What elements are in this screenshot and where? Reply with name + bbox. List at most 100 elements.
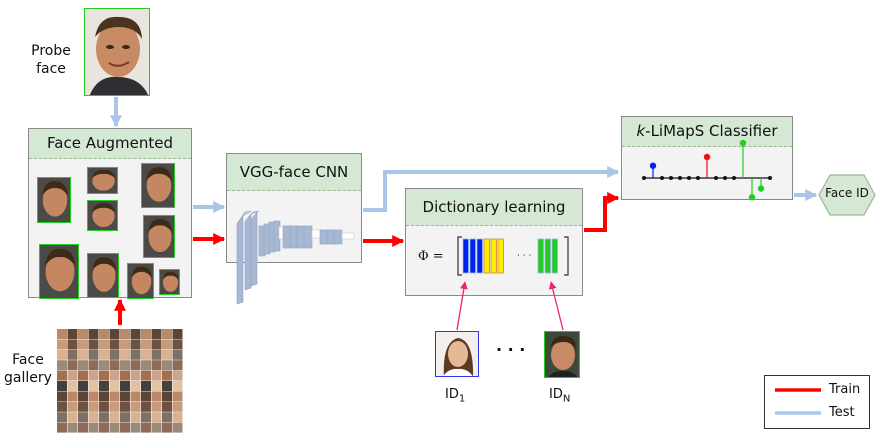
gallery-face-thumb (109, 360, 120, 371)
augmented-face (127, 263, 154, 299)
augmented-face (143, 215, 175, 258)
face-id-output: Face ID (818, 174, 876, 216)
gallery-face-thumb (141, 360, 151, 371)
gallery-face-thumb (141, 349, 151, 360)
gallery-face-thumb (57, 349, 67, 360)
gallery-face-thumb (130, 381, 141, 391)
identity-n-face (544, 331, 580, 378)
face-portrait-icon (128, 264, 153, 298)
gallery-face-thumb (141, 339, 151, 350)
augmented-face (159, 269, 180, 295)
gallery-face-thumb (99, 360, 109, 371)
vgg-title: VGG-face CNN (239, 163, 349, 181)
gallery-face-thumb (151, 349, 162, 360)
gallery-face-thumb (120, 381, 130, 391)
gallery-face-thumb (162, 412, 172, 423)
gallery-face-thumb (162, 339, 172, 350)
identity-1-face (435, 331, 479, 377)
gallery-face-thumb (141, 329, 151, 339)
gallery-face-thumb (130, 329, 141, 339)
gallery-face-thumb (172, 349, 183, 360)
gallery-face-thumb (67, 329, 78, 339)
face-portrait-icon (436, 332, 478, 376)
legend: Train Test (764, 375, 870, 429)
gallery-face-thumb (67, 381, 78, 391)
gallery-face-thumb (162, 381, 172, 391)
face-portrait-icon (88, 254, 118, 297)
dictionary-atom (469, 238, 476, 274)
gallery-face-thumb (67, 370, 78, 381)
gallery-face-thumb (88, 391, 99, 402)
gallery-face-thumb (57, 422, 67, 433)
gallery-face-thumb (78, 360, 88, 371)
gallery-face-thumb (120, 401, 130, 412)
gallery-face-thumb (172, 391, 183, 402)
coefficient-marker (703, 153, 711, 161)
gallery-face-thumb (151, 360, 162, 371)
gallery-face-thumb (130, 412, 141, 423)
gallery-face-thumb (120, 391, 130, 402)
zero-coefficient-dot (642, 176, 646, 180)
probe-face-label: Probe face (31, 43, 71, 77)
gallery-face-thumb (109, 370, 120, 381)
zero-coefficient-dot (732, 176, 736, 180)
dictionary-atom (544, 238, 551, 274)
identities-ellipsis: · · · (496, 340, 526, 359)
face-augmented-title: Face Augmented (47, 134, 173, 152)
gallery-face-thumb (120, 349, 130, 360)
gallery-face-thumb (109, 412, 120, 423)
face-portrait-icon (40, 245, 78, 298)
augmented-face (87, 253, 119, 298)
gallery-face-thumb (78, 412, 88, 423)
gallery-face-thumb (130, 391, 141, 402)
coefficient-marker (739, 139, 747, 147)
dictionary-atom (462, 238, 469, 274)
arrow-dictionary-to-classifier-train (584, 192, 620, 232)
face-gallery-label: Face gallery (4, 352, 52, 386)
zero-coefficient-dot (768, 176, 772, 180)
phi-symbol: Φ = (418, 249, 444, 264)
gallery-face-thumb (78, 339, 88, 350)
gallery-face-thumb (141, 401, 151, 412)
dictionary-atom (537, 238, 544, 274)
augmented-face (37, 177, 71, 223)
gallery-face-thumb (151, 370, 162, 381)
gallery-face-thumb (78, 391, 88, 402)
gallery-face-thumb (120, 370, 130, 381)
gallery-face-thumb (57, 391, 67, 402)
gallery-face-thumb (172, 381, 183, 391)
gallery-face-thumb (88, 370, 99, 381)
gallery-face-thumb (172, 401, 183, 412)
face-portrait-icon (38, 178, 70, 222)
gallery-face-thumb (88, 412, 99, 423)
gallery-face-thumb (141, 370, 151, 381)
classifier-title: k-LiMapS Classifier (636, 122, 778, 140)
gallery-face-thumb (109, 391, 120, 402)
dictionary-ellipsis: · · · (517, 251, 532, 261)
gallery-face-thumb (162, 329, 172, 339)
gallery-face-thumb (99, 391, 109, 402)
face-gallery-mosaic (57, 329, 183, 433)
gallery-face-thumb (151, 412, 162, 423)
gallery-face-thumb (88, 360, 99, 371)
gallery-face-thumb (57, 360, 67, 371)
gallery-face-thumb (57, 401, 67, 412)
vgg-face-cnn-box: VGG-face CNN (226, 153, 362, 305)
face-augmented-box: Face Augmented (28, 128, 192, 299)
zero-coefficient-dot (669, 176, 673, 180)
zero-coefficient-dot (678, 176, 682, 180)
gallery-face-thumb (99, 349, 109, 360)
classifier-header: k-LiMapS Classifier (622, 117, 792, 147)
gallery-face-thumb (162, 360, 172, 371)
gallery-face-thumb (172, 370, 183, 381)
gallery-face-thumb (151, 329, 162, 339)
gallery-face-thumb (57, 381, 67, 391)
coefficient-marker (649, 162, 657, 169)
gallery-face-thumb (109, 401, 120, 412)
gallery-face-thumb (130, 339, 141, 350)
gallery-face-thumb (151, 401, 162, 412)
face-id-label: Face ID (825, 186, 869, 200)
face-augmented-header: Face Augmented (29, 129, 191, 159)
gallery-face-thumb (88, 329, 99, 339)
sparse-coefficients-plot (642, 139, 772, 201)
